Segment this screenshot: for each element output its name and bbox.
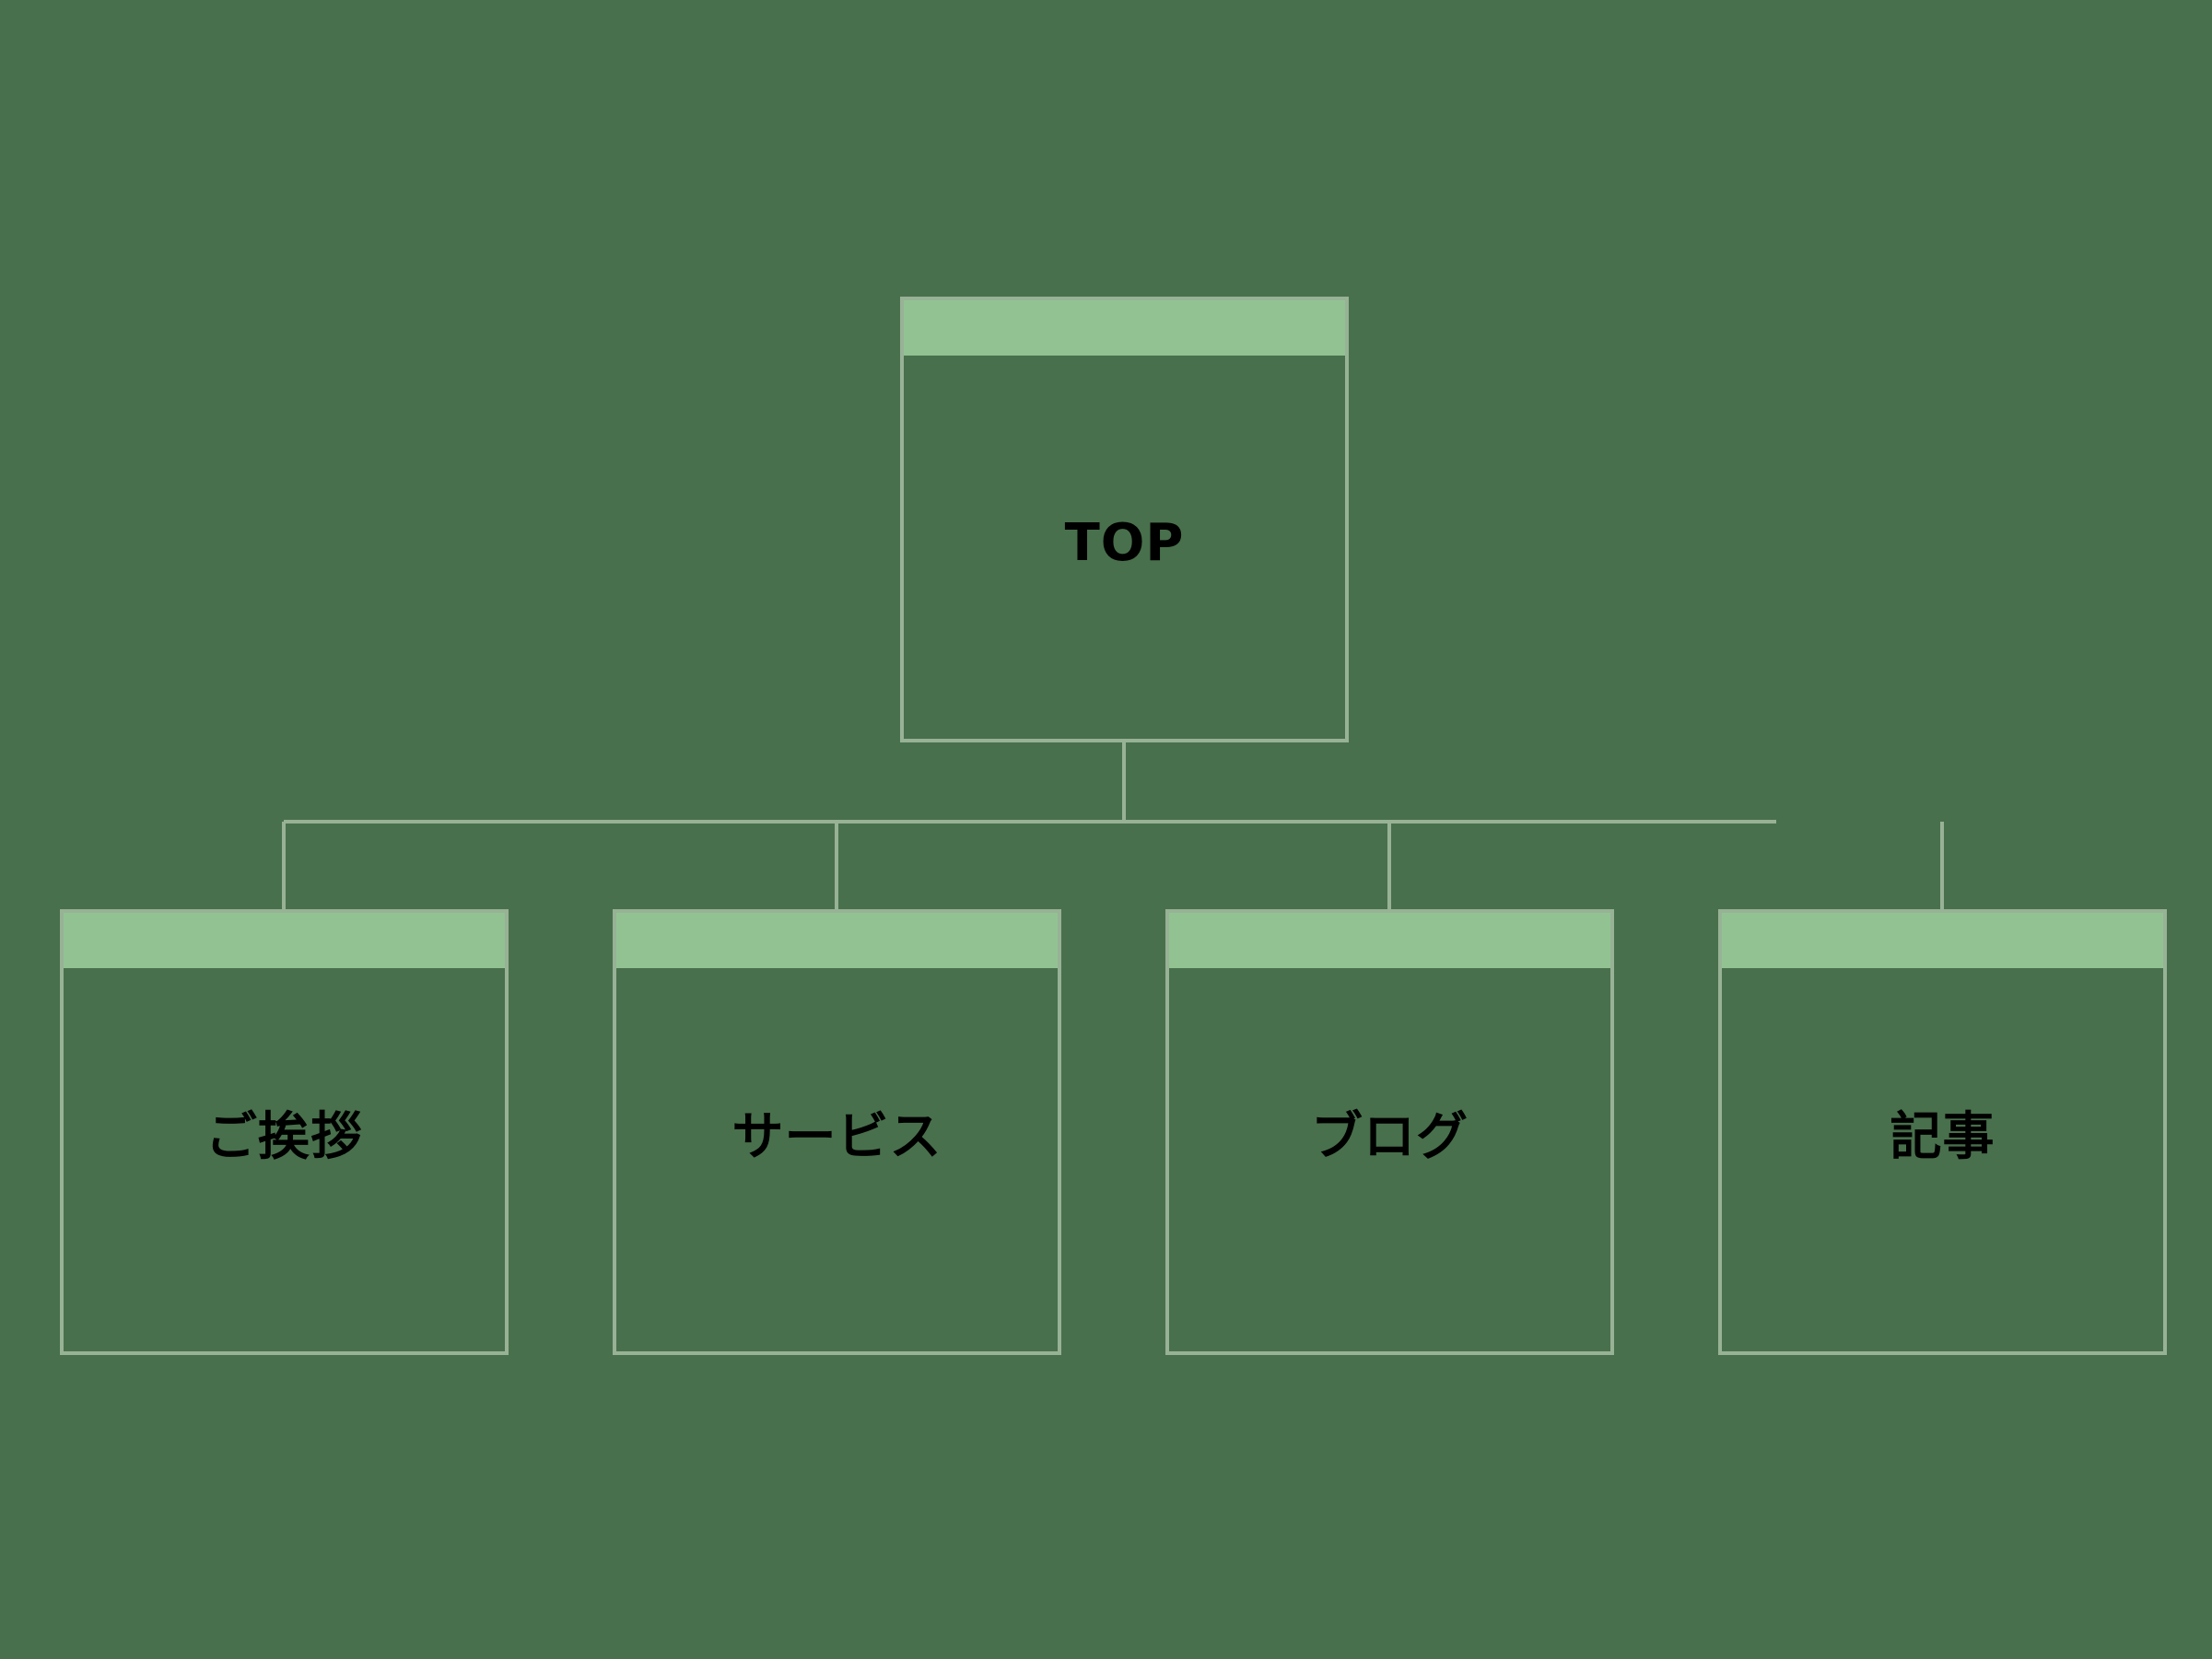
page-node-top: TOP bbox=[900, 297, 1349, 742]
page-node-label: ブログ bbox=[1311, 1106, 1469, 1167]
page-node-blog: ブログ bbox=[1165, 909, 1614, 1355]
page-node-label: サービス bbox=[731, 1106, 942, 1167]
page-node-header bbox=[1169, 913, 1610, 968]
page-node-label: 記事 bbox=[1890, 1106, 1995, 1167]
page-node-header bbox=[64, 913, 505, 968]
page-node-header bbox=[904, 300, 1345, 356]
page-node-article: 記事 bbox=[1718, 909, 2167, 1355]
page-node-label: TOP bbox=[1064, 512, 1185, 573]
page-node-header bbox=[616, 913, 1058, 968]
page-node-service: サービス bbox=[613, 909, 1061, 1355]
page-node-label: ご挨拶 bbox=[205, 1106, 363, 1167]
page-node-header bbox=[1722, 913, 2163, 968]
page-node-greeting: ご挨拶 bbox=[60, 909, 509, 1355]
